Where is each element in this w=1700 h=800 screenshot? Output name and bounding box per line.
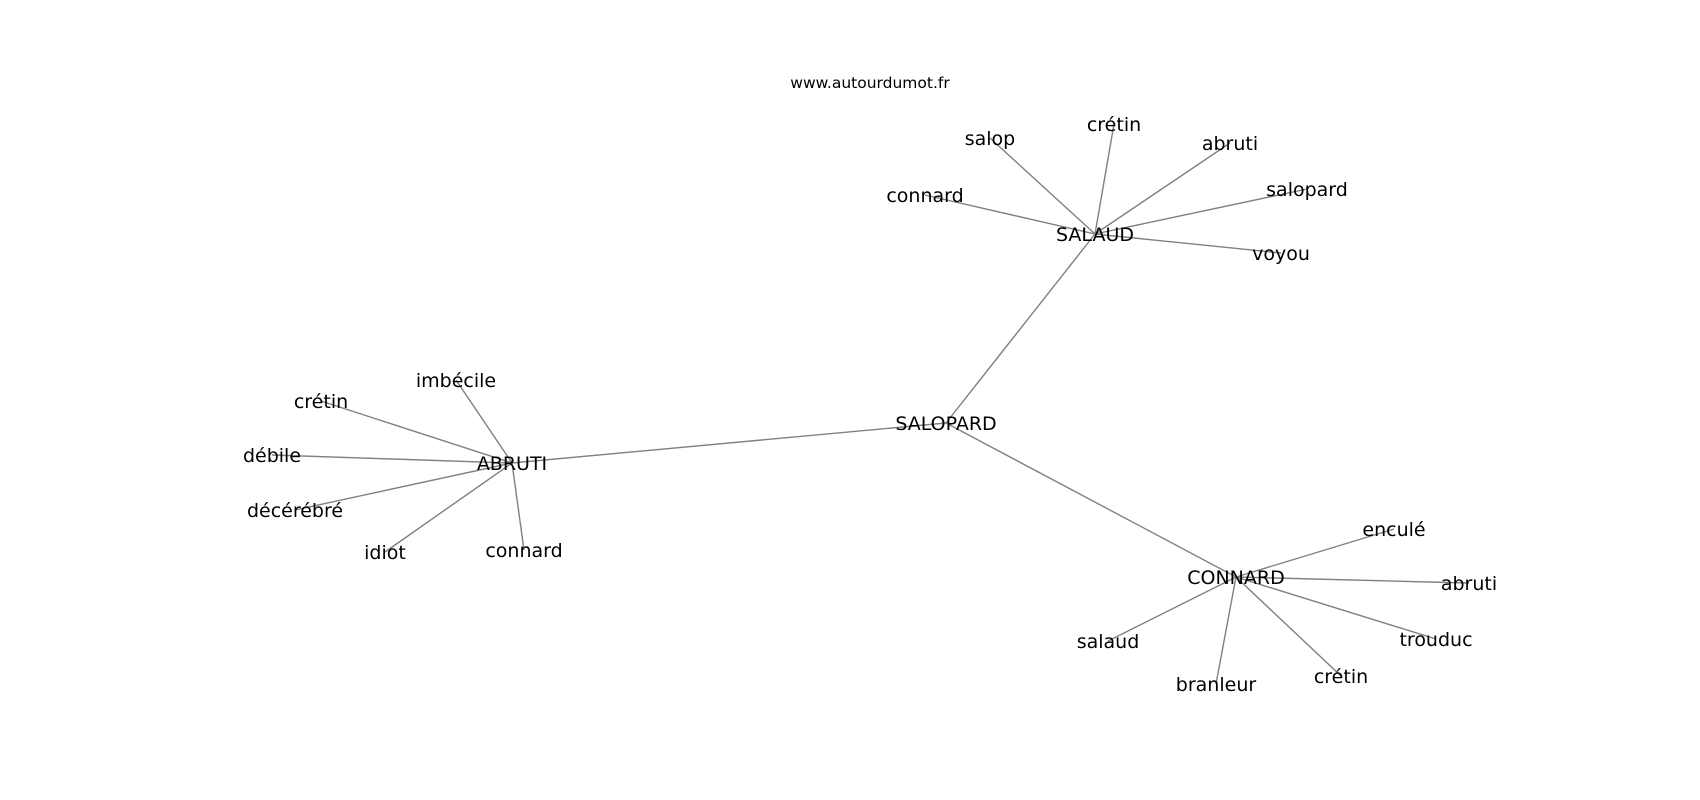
node-salaud-connard[interactable]: connard	[886, 185, 963, 207]
edge-abruti-to-abruti-debile	[271, 454, 513, 464]
node-salaud[interactable]: SALAUD	[1056, 224, 1134, 246]
edge-salaud-to-salaud-salop	[989, 137, 1096, 235]
edge-salaud-to-salaud-cretin	[1094, 123, 1115, 235]
node-connard-encule[interactable]: enculé	[1362, 519, 1425, 541]
node-abruti-debile[interactable]: débile	[243, 445, 301, 467]
edge-connard-to-connard-salaud	[1107, 576, 1237, 642]
node-connard-trouduc[interactable]: trouduc	[1399, 629, 1472, 651]
edge-salopard-to-salaud	[945, 233, 1096, 424]
site-url: www.autourdumot.fr	[790, 74, 950, 92]
node-connard-salaud[interactable]: salaud	[1077, 631, 1140, 653]
edge-salopard-to-connard	[945, 422, 1237, 578]
node-connard-branleur[interactable]: branleur	[1176, 674, 1257, 696]
edge-salaud-to-salaud-abruti	[1094, 142, 1231, 235]
node-salopard[interactable]: SALOPARD	[895, 413, 996, 435]
node-abruti-decerebre[interactable]: décérébré	[247, 500, 343, 522]
graph-nodes: SALOPARD SALAUD ABRUTI CONNARD connard salop c…	[243, 114, 1497, 696]
edge-abruti-to-abruti-imbecile	[455, 379, 513, 464]
node-abruti-connard[interactable]: connard	[485, 540, 562, 562]
node-salaud-abruti[interactable]: abruti	[1202, 133, 1258, 155]
node-abruti-idiot[interactable]: idiot	[364, 542, 406, 564]
node-connard-abruti[interactable]: abruti	[1441, 573, 1497, 595]
edge-connard-to-connard-encule	[1235, 528, 1395, 578]
node-salaud-salopard[interactable]: salopard	[1266, 179, 1348, 201]
node-salaud-salop[interactable]: salop	[965, 128, 1016, 150]
edge-salaud-to-salaud-voyou	[1094, 233, 1282, 254]
edge-connard-to-connard-cretin	[1235, 576, 1342, 677]
edge-connard-to-connard-abruti	[1235, 576, 1470, 584]
graph-edges	[271, 123, 1470, 685]
node-connard-cretin[interactable]: crétin	[1314, 666, 1368, 688]
node-salaud-voyou[interactable]: voyou	[1252, 243, 1310, 265]
node-salaud-cretin[interactable]: crétin	[1087, 114, 1141, 136]
node-connard[interactable]: CONNARD	[1187, 567, 1284, 589]
node-abruti-cretin[interactable]: crétin	[294, 391, 348, 413]
node-abruti-imbecile[interactable]: imbécile	[416, 370, 496, 392]
edge-salaud-to-salaud-connard	[924, 194, 1096, 235]
edge-connard-to-connard-branleur	[1215, 576, 1237, 685]
edge-abruti-to-abruti-connard	[511, 462, 525, 551]
edge-salopard-to-abruti	[511, 422, 947, 464]
edge-salaud-to-salaud-salopard	[1094, 188, 1308, 235]
edge-abruti-to-abruti-decerebre	[294, 462, 513, 511]
edge-abruti-to-abruti-cretin	[320, 400, 513, 464]
node-abruti[interactable]: ABRUTI	[477, 453, 547, 475]
edge-connard-to-connard-trouduc	[1235, 576, 1437, 640]
edge-abruti-to-abruti-idiot	[384, 462, 513, 553]
